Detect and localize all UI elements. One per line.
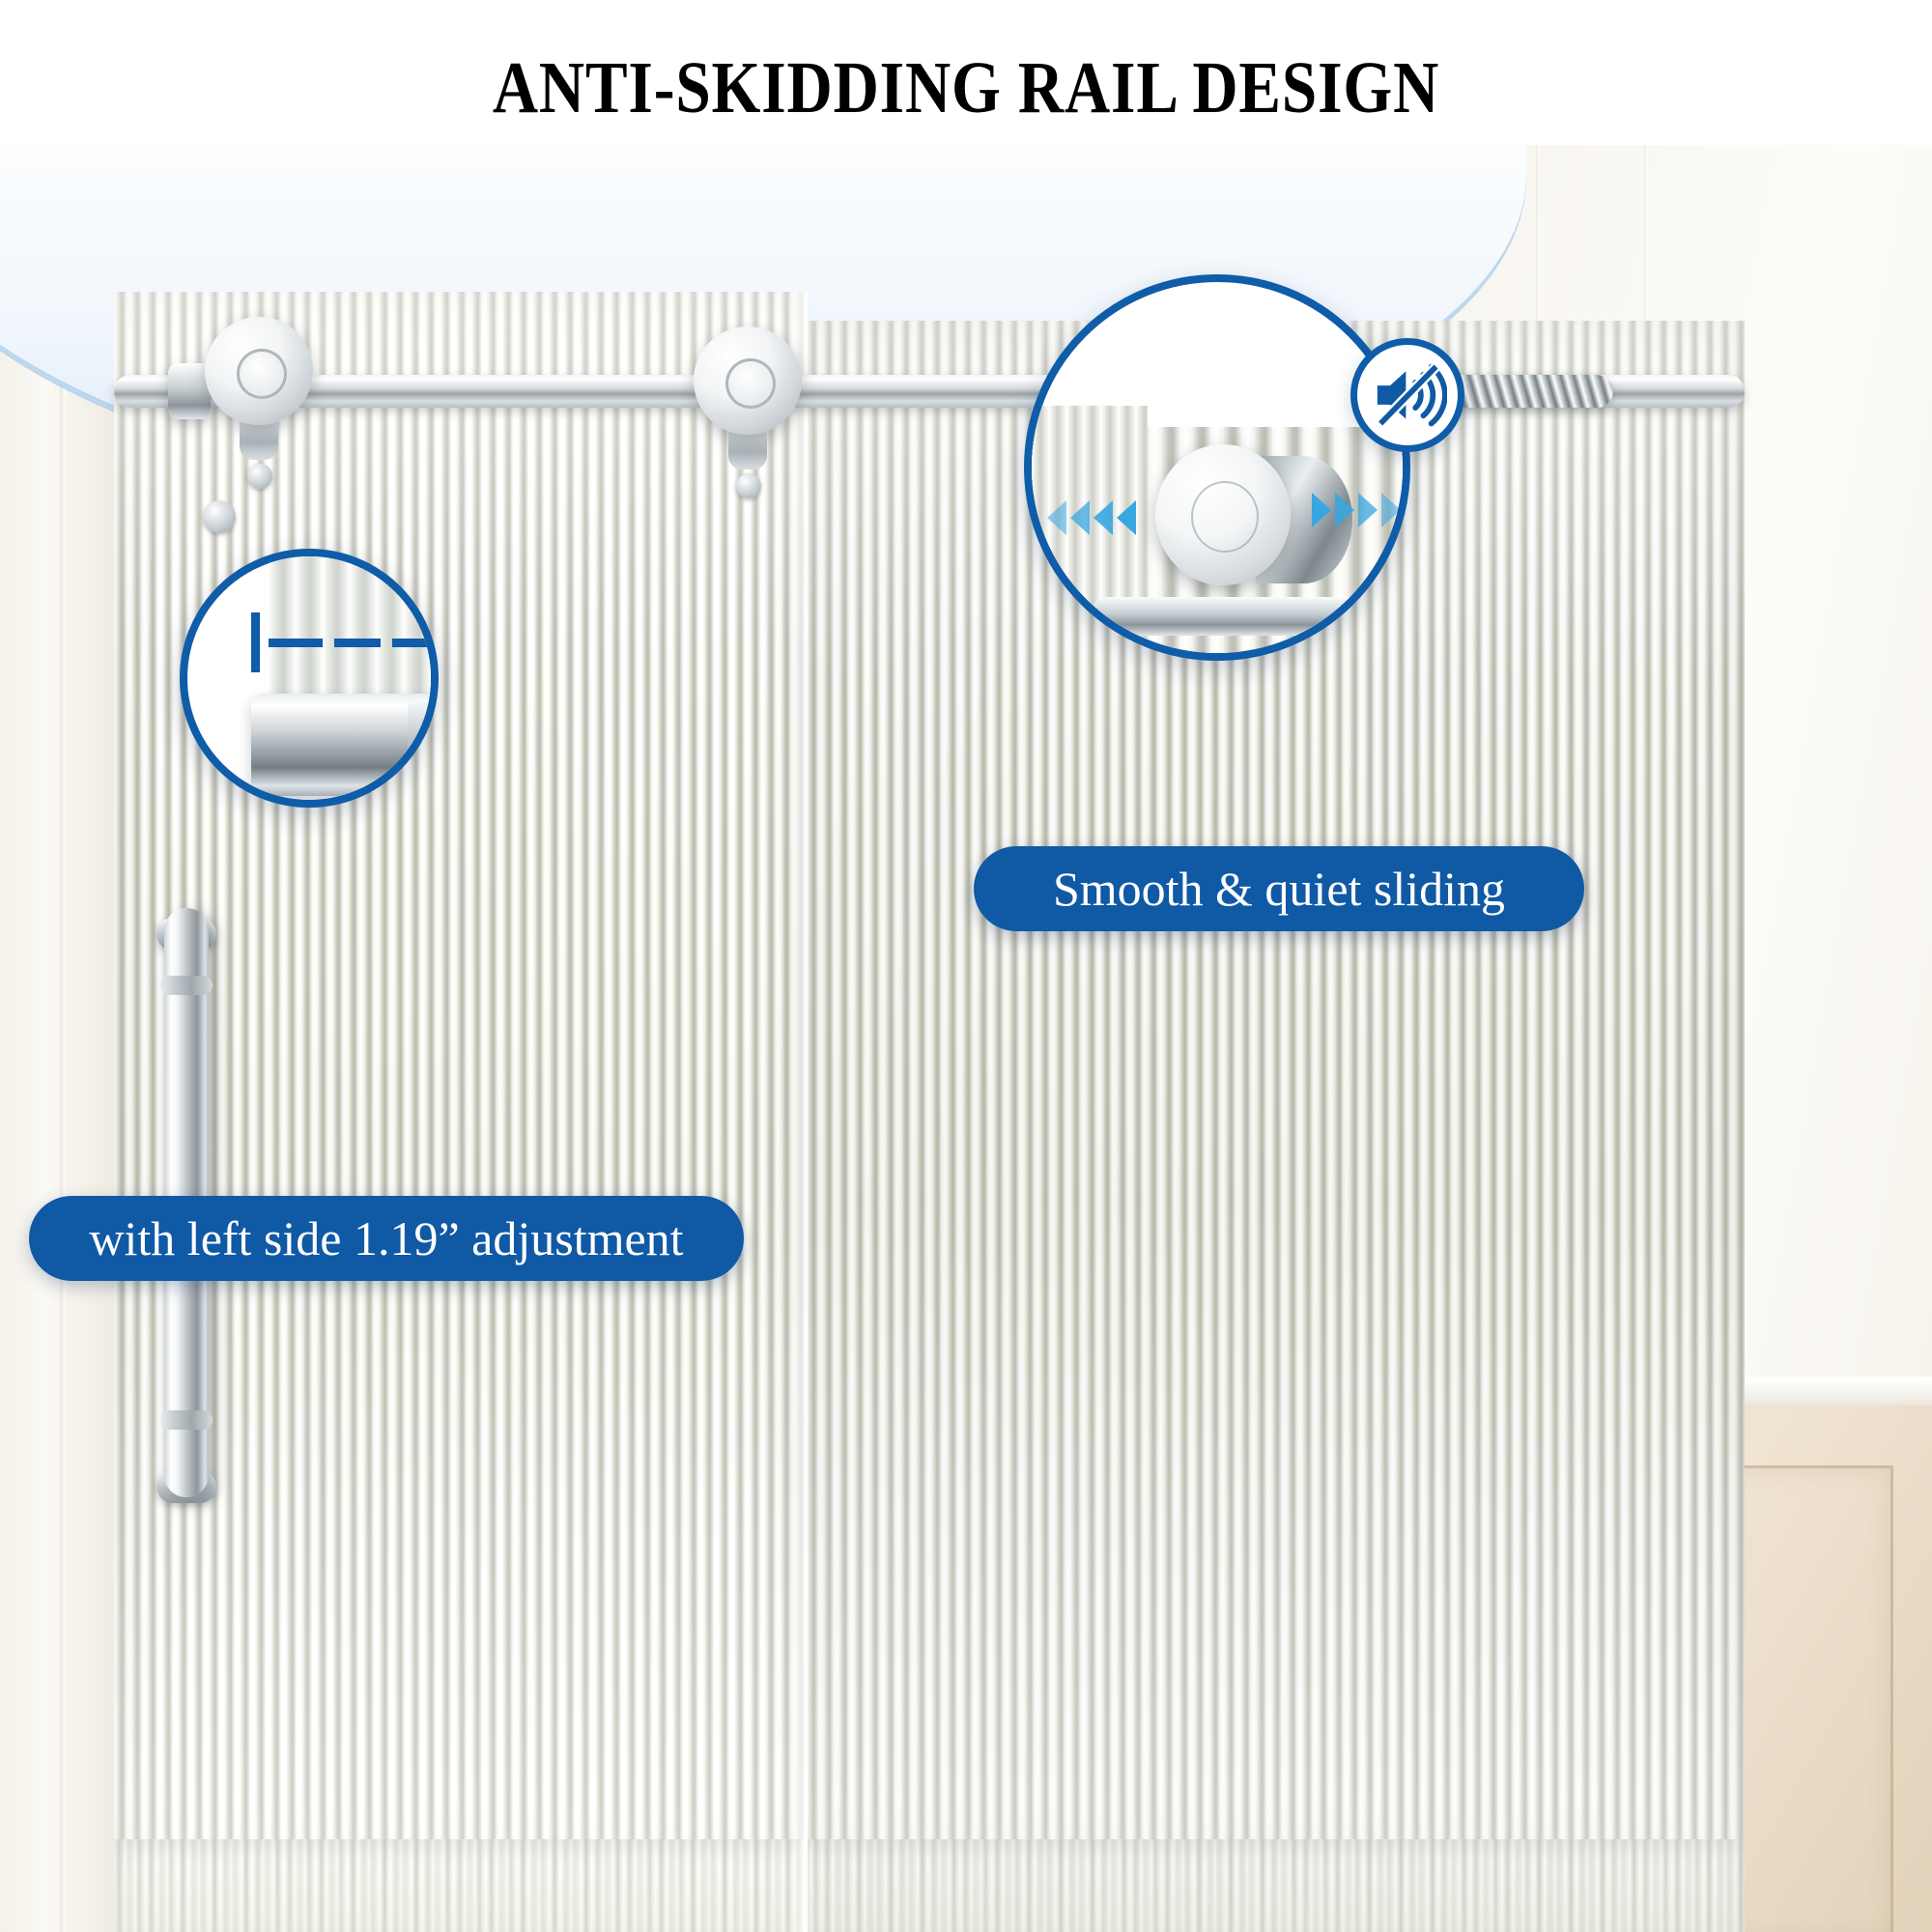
slide-right-arrows-icon	[1312, 493, 1401, 527]
callout-glass-background	[269, 556, 431, 701]
adjustment-cylinder-cap	[408, 701, 431, 790]
glass-bottom-sweep	[114, 1839, 808, 1932]
shower-enclosure	[114, 145, 1745, 1932]
dimension-measure-icon	[251, 612, 431, 672]
badge-left-side-adjustment: with left side 1.19” adjustment	[29, 1196, 744, 1281]
mount-screw	[203, 500, 236, 533]
mount-screw	[736, 473, 761, 498]
badge-smooth-quiet-sliding: Smooth & quiet sliding	[974, 846, 1584, 931]
slide-left-arrows-icon	[1047, 500, 1136, 535]
sliding-door-panel[interactable]	[114, 292, 808, 1932]
callout-adjustment-detail	[180, 549, 439, 808]
roller-wheel-left	[205, 317, 313, 425]
mount-screw	[247, 464, 272, 489]
roller-wheel-closeup	[1155, 444, 1291, 585]
glass-bottom-sweep	[790, 1839, 1745, 1932]
mute-icon	[1350, 338, 1464, 452]
page-title: ANTI-SKIDDING RAIL DESIGN	[492, 47, 1440, 128]
rail-end-cap-left	[168, 363, 211, 419]
callout-roller-detail	[1024, 274, 1410, 661]
roller-wheel-right	[694, 327, 802, 435]
adjustment-cylinder	[251, 694, 431, 796]
product-photo: Smooth & quiet sliding with left side 1.…	[0, 145, 1932, 1932]
left-wall-trim	[0, 145, 114, 1932]
rail-bar-closeup	[1090, 597, 1403, 636]
